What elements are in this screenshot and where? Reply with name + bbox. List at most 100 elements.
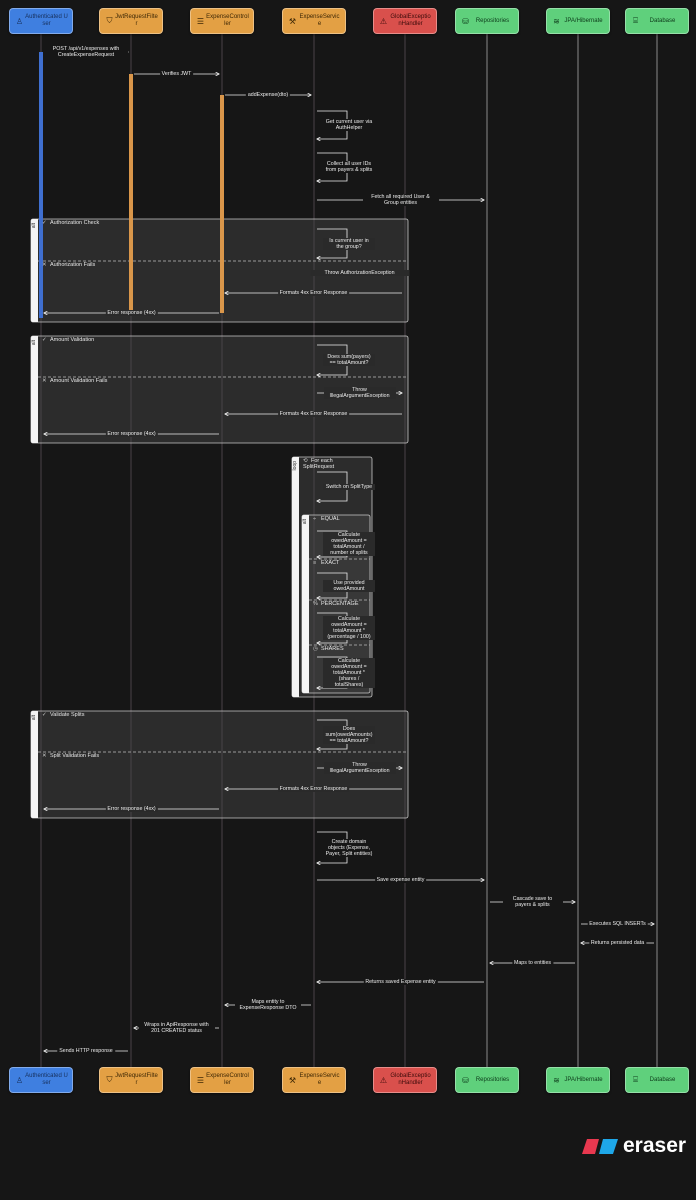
participant-name: JwtRequestFilter (115, 14, 158, 27)
message-label: Returns saved Expense entity (363, 979, 438, 985)
frame-section-label: %PERCENTAGE (313, 601, 359, 607)
section-label: For each SplitRequest (303, 458, 335, 470)
participant-name: ExpenseService (299, 1073, 340, 1086)
participant-top[interactable]: ⛉JwtRequestFilter (99, 8, 163, 34)
message-label: Throw IllegalArgumentException (323, 762, 396, 774)
participant-bottom[interactable]: ☰ExpenseController (190, 1067, 254, 1093)
alt-frame-tag: alt (31, 711, 38, 818)
message-label: Cascade save to payers & splits (502, 896, 563, 908)
user-icon: ♙ (15, 16, 24, 26)
message-label: Use provided owedAmount (323, 579, 375, 592)
participant-name: Authenticated User (25, 1073, 68, 1086)
loop-frame-tag: loop (292, 457, 299, 697)
participant-name: Authenticated User (25, 14, 68, 27)
alt-frame-tag: alt (31, 336, 38, 443)
participant-bottom[interactable]: ⛁Repositories (455, 1067, 519, 1093)
section-label: EXACT (321, 560, 340, 566)
shield-icon: ⛉ (106, 1075, 113, 1084)
layers-icon: ≋ (553, 16, 560, 26)
warning-icon: ⚠ (379, 1075, 388, 1085)
activation-bar (39, 52, 43, 318)
archive-icon: ⌸ (633, 16, 638, 25)
participant-bottom[interactable]: ⛉JwtRequestFilter (99, 1067, 163, 1093)
section-label: Authorization Fails (50, 262, 96, 268)
frame-type-label: loop (292, 461, 298, 471)
message-label: POST /api/v1/expenses with CreateExpense… (44, 46, 128, 58)
participant-bottom[interactable]: ⚠GlobalExceptionHandler (373, 1067, 437, 1093)
participant-name: GlobalExceptionHandler (390, 1073, 431, 1086)
activation-bar (220, 95, 224, 313)
message-label: Error response (4xx) (105, 431, 158, 437)
message-label: Error response (4xx) (105, 806, 158, 812)
section-label: Amount Validation (50, 337, 95, 343)
frame-section-label: ✓Amount Validation (42, 337, 94, 343)
check-icon: ✓ (42, 337, 47, 343)
x-icon: ✕ (42, 378, 47, 384)
percent-icon: % (313, 601, 318, 607)
repeat-icon: ⟲ (303, 458, 308, 464)
participant-bottom[interactable]: ⌸Database (625, 1067, 689, 1093)
participant-name: Database (649, 17, 676, 24)
section-label: SHARES (321, 646, 344, 652)
frame-section-label: ⟲For each SplitRequest (303, 458, 353, 470)
check-icon: ✓ (42, 220, 47, 226)
check-icon: ✓ (42, 712, 47, 718)
participant-top[interactable]: ⚠GlobalExceptionHandler (373, 8, 437, 34)
participant-name: Repositories (475, 17, 510, 24)
message-label: Maps to entities (511, 960, 554, 966)
frame-section-label: ✕Authorization Fails (42, 262, 95, 268)
frame-type-label: alt (31, 223, 37, 229)
participant-bottom[interactable]: ⚒ExpenseService (282, 1067, 346, 1093)
frame-section-label: ◷SHARES (313, 646, 344, 652)
participant-bottom[interactable]: ♙Authenticated User (9, 1067, 73, 1093)
layers-icon: ≋ (553, 1075, 560, 1085)
archive-icon: ⌸ (633, 1075, 638, 1084)
divide-icon: ÷ (313, 516, 317, 522)
message-label: Sends HTTP response (57, 1048, 115, 1054)
section-label: Amount Validation Fails (50, 378, 108, 384)
message-label: Returns persisted data (588, 940, 647, 946)
message-label: Calculate owedAmount = totalAmount * (sh… (323, 657, 375, 688)
participant-name: JwtRequestFilter (115, 1073, 158, 1086)
message-label: Collect all user IDs from payers & split… (323, 161, 375, 173)
alt-frame-tag: alt (302, 515, 309, 693)
server-icon: ☰ (196, 1075, 205, 1085)
message-label: Error response (4xx) (105, 310, 158, 316)
frame-section-label: ✓Authorization Check (42, 220, 99, 226)
frame-section-label: ✕Amount Validation Fails (42, 378, 107, 384)
x-icon: ✕ (42, 753, 47, 759)
activation-bar (129, 74, 133, 314)
participant-top[interactable]: ♙Authenticated User (9, 8, 73, 34)
participant-bottom[interactable]: ≋JPA/Hibernate (546, 1067, 610, 1093)
eraser-logo-text: eraser (623, 1134, 687, 1157)
message-label: Throw IllegalArgumentException (323, 387, 396, 399)
message-label: Formats 4xx Error Response (277, 786, 350, 792)
x-icon: ✕ (42, 262, 47, 268)
message-label: Get current user via AuthHelper (323, 119, 375, 131)
list-icon: ≡ (313, 560, 317, 566)
section-label: EQUAL (321, 516, 340, 522)
wrench-icon: ⚒ (288, 1075, 297, 1085)
participant-top[interactable]: ⚒ExpenseService (282, 8, 346, 34)
message-label: Switch on SplitType (323, 483, 375, 490)
participant-top[interactable]: ☰ExpenseController (190, 8, 254, 34)
message-label: Throw AuthorizationException (310, 270, 409, 276)
frame-section-label: ✓Validate Splits (42, 712, 84, 718)
participant-name: ExpenseService (299, 14, 340, 27)
participant-top[interactable]: ⛁Repositories (455, 8, 519, 34)
message-label: Does sum(owedAmounts) == totalAmount? (323, 725, 375, 744)
frame-type-label: alt (302, 519, 308, 525)
participant-top[interactable]: ≋JPA/Hibernate (546, 8, 610, 34)
message-label: Calculate owedAmount = totalAmount / num… (323, 532, 375, 556)
message-label: Formats 4xx Error Response (277, 411, 350, 417)
section-label: Authorization Check (50, 220, 100, 226)
warning-icon: ⚠ (379, 16, 388, 26)
wrench-icon: ⚒ (288, 16, 297, 26)
message-label: Is current user in the group? (323, 237, 375, 250)
participant-name: ExpenseController (206, 1073, 249, 1086)
frame-section-label: ≡ EXACT (313, 560, 339, 566)
message-label: Calculate owedAmount = totalAmount * (pe… (323, 616, 375, 640)
participant-top[interactable]: ⌸ Database (625, 8, 689, 34)
frame-section-label: ÷ EQUAL (313, 516, 340, 522)
